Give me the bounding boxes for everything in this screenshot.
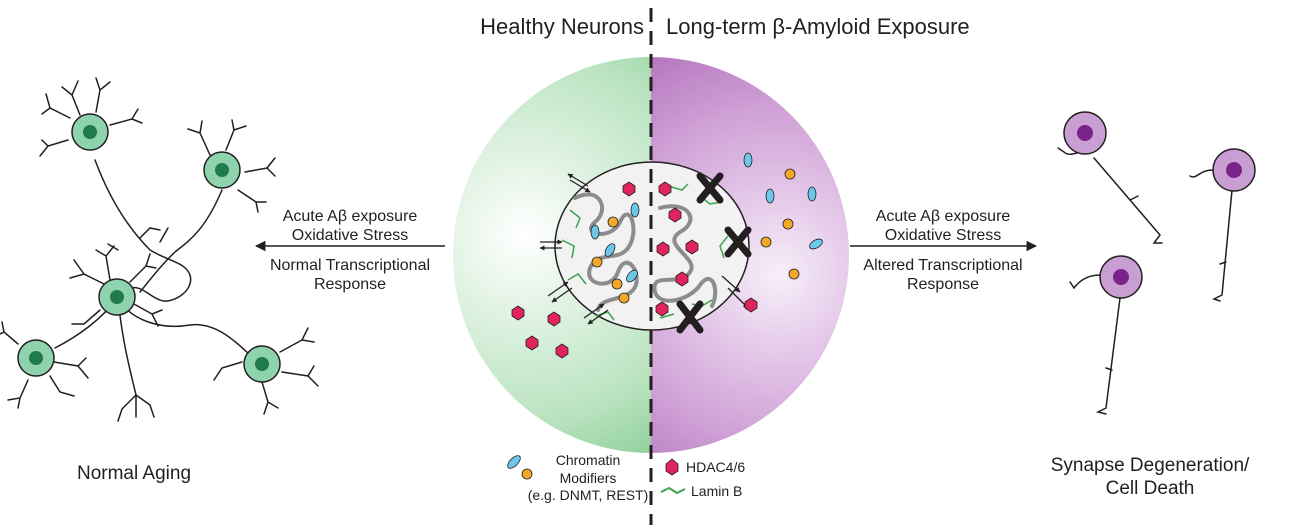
legend-hdac-label: HDAC4/6: [686, 459, 746, 475]
healthy-neuron-nucleus: [29, 351, 43, 365]
legend-blue-modifier-icon: [507, 455, 521, 469]
lamin-fibre-1: [561, 209, 615, 321]
legend-chromatin-line1: Chromatin: [555, 452, 621, 468]
right-arrow-label: Acute Aβ exposure Oxidative Stress: [843, 207, 1043, 245]
right-arrow-line2: Oxidative Stress: [884, 227, 1002, 245]
healthy-neuron-nucleus: [83, 125, 97, 139]
chromatin-modifiers-amyloid: [743, 152, 823, 280]
legend-chromatin-line2: Modifiers: [559, 469, 617, 486]
title-amyloid: Long-term β-Amyloid Exposure: [666, 14, 970, 39]
right-arrow-line3: Altered Transcriptional: [863, 257, 1023, 274]
legend-symbols: [507, 455, 686, 495]
degenerating-neuron-nucleus: [1077, 125, 1093, 141]
left-arrow-line4: Response: [313, 276, 387, 294]
left-arrow-line3: Normal Transcriptional: [269, 257, 431, 274]
left-response-label: Normal Transcriptional Response: [250, 256, 450, 294]
degenerating-neuron-nucleus: [1226, 162, 1242, 178]
healthy-neurons: [17, 113, 281, 383]
cell-healthy-half: [453, 57, 651, 453]
chromatin-modifiers-healthy: [590, 202, 640, 304]
outcome-right-line2: Cell Death: [1105, 477, 1195, 499]
left-arrow-label: Acute Aβ exposure Oxidative Stress: [250, 207, 450, 245]
pore-arrows-healthy: [539, 173, 609, 325]
central-cell: [453, 57, 849, 453]
right-response-label: Altered Transcriptional Response: [843, 256, 1043, 294]
legend-chromatin-line3: (e.g. DNMT, REST): [527, 487, 649, 503]
blocked-pore-marks: [676, 172, 752, 334]
lamin-fibre-2: [659, 183, 729, 319]
healthy-neuron-network: [0, 77, 319, 422]
degenerating-neuron-cells: [1063, 111, 1256, 299]
hdac-molecules: [511, 181, 758, 359]
legend-orange-modifier-icon: [521, 468, 533, 480]
healthy-neuron-nucleus: [215, 163, 229, 177]
left-arrow-line2: Oxidative Stress: [291, 227, 409, 245]
outcome-cell-death: Synapse Degeneration/ Cell Death: [1040, 455, 1260, 501]
legend-lamin-label: Lamin B: [691, 483, 743, 499]
legend-chromatin-label: Chromatin Modifiers (e.g. DNMT, REST): [526, 452, 650, 505]
healthy-neuron-nucleus: [255, 357, 269, 371]
degenerating-neuron-nucleus: [1113, 269, 1129, 285]
chromatin-strand-right: [652, 204, 718, 308]
legend-hdac-icon: [665, 458, 679, 476]
left-arrow-line1: Acute Aβ exposure: [282, 208, 418, 225]
healthy-neuron-nucleus: [110, 290, 124, 304]
outcome-normal-aging: Normal Aging: [76, 463, 192, 484]
outcome-right-line1: Synapse Degeneration/: [1050, 455, 1250, 476]
right-arrow-line1: Acute Aβ exposure: [875, 208, 1011, 225]
right-arrow-line4: Response: [906, 276, 980, 294]
degenerating-neurons: [1057, 147, 1233, 415]
title-healthy: Healthy Neurons: [480, 14, 644, 39]
legend-lamin-icon: [660, 486, 686, 495]
